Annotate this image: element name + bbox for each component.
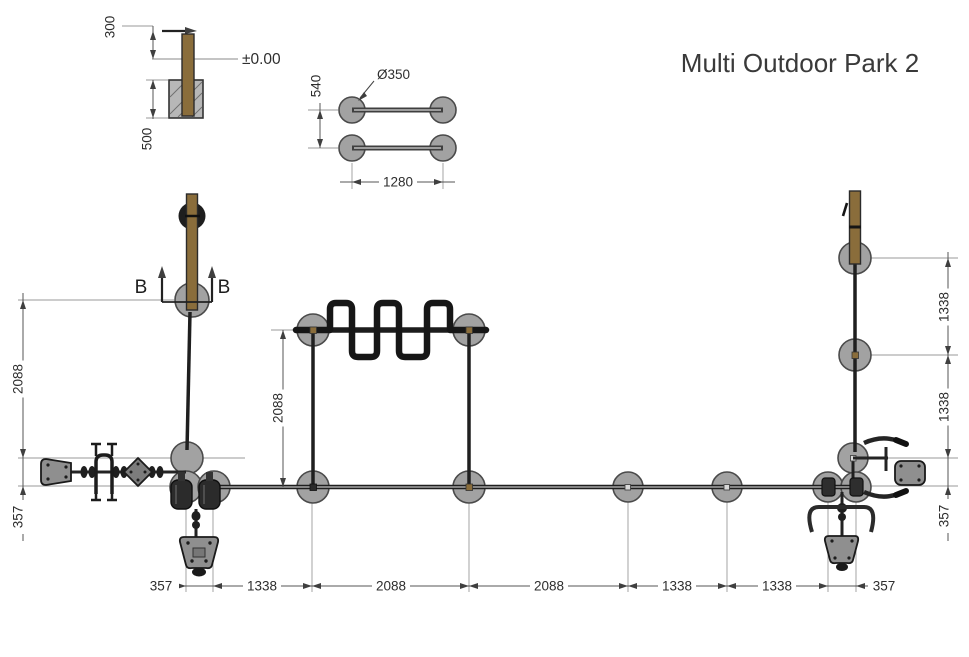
right-seat: [823, 535, 860, 565]
dim-540-label: 540: [309, 75, 324, 98]
dim-300-label: 300: [103, 16, 118, 39]
left-dim-lower: 357: [11, 506, 26, 529]
left-dim-upper: 2088: [11, 364, 26, 394]
post-section-detail: 300 ±0.00 500: [103, 16, 281, 159]
right-equipment: [807, 436, 926, 571]
right-dim-middle: 1338: [937, 392, 952, 422]
right-dimension-column: 1338 1338 357: [937, 252, 952, 541]
right-dim-lower: 357: [937, 505, 952, 528]
plan-footings: [169, 241, 872, 504]
middle-dimension: 2088: [271, 330, 286, 487]
section-marker-left: B: [135, 277, 148, 298]
bottom-dim-1: 1338: [247, 579, 277, 594]
footing-plan-detail: Ø350 540 1280: [308, 67, 457, 190]
bottom-dim-3: 2088: [534, 579, 564, 594]
page-title: Multi Outdoor Park 2: [681, 48, 919, 78]
footing-diameter-label: Ø350: [377, 67, 410, 82]
left-post: [178, 193, 206, 311]
dim-540: 540: [309, 69, 324, 103]
left-dimension-column: 2088 357: [11, 293, 26, 541]
bottom-dim-2: 2088: [376, 579, 406, 594]
left-seat-pad: [40, 458, 72, 486]
bottom-dim-4: 1338: [662, 579, 692, 594]
dim-1280-label: 1280: [383, 175, 413, 190]
bottom-dim-5: 1338: [762, 579, 792, 594]
dim-500-label: 500: [140, 128, 155, 151]
wood-post-section: [181, 33, 195, 117]
dim-500: 500: [140, 119, 155, 159]
ground-level-label: ±0.00: [242, 51, 281, 68]
section-markers: B B: [135, 266, 231, 303]
structure-rails: [185, 262, 859, 491]
extension-lines: [18, 257, 958, 592]
right-post: [841, 190, 862, 265]
left-pedal-seat-equipment: [170, 472, 221, 577]
dim-300: 300: [103, 16, 118, 39]
middle-dim-label: 2088: [271, 393, 286, 423]
right-dim-upper: 1338: [937, 292, 952, 322]
bottom-dim-6: 357: [873, 579, 896, 594]
bottom-dim-0: 357: [150, 579, 173, 594]
bottom-dimension-chain: 357 1338 2088 2088 1338 1338 357: [143, 578, 902, 594]
right-seat-pad: [894, 460, 926, 486]
section-marker-right: B: [218, 277, 231, 298]
snake-bar: [292, 299, 490, 361]
left-equipment: [40, 442, 186, 502]
